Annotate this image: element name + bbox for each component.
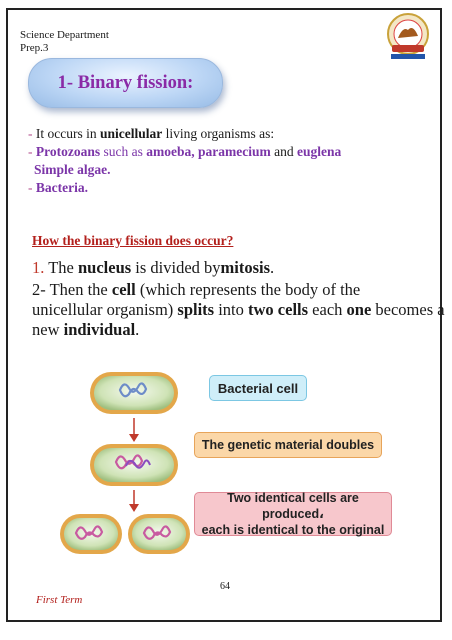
daughter-cell-left bbox=[60, 514, 122, 554]
intro-line-4: - Bacteria. bbox=[28, 180, 88, 195]
page-border bbox=[6, 8, 442, 622]
step-2-line-2: unicellular organism) splits into two ce… bbox=[32, 300, 445, 319]
arrow-2-head bbox=[129, 504, 139, 512]
section-title-pill: 1- Binary fission: bbox=[28, 58, 223, 108]
grade-label: Prep.3 bbox=[20, 42, 49, 54]
binary-fission-diagram bbox=[60, 372, 190, 554]
intro-line-2: - Protozoans such as amoeba, paramecium … bbox=[28, 144, 342, 159]
label-bacterial-cell: Bacterial cell bbox=[209, 375, 307, 401]
label-genetic-material-doubles: The genetic material doubles bbox=[194, 432, 382, 458]
page-number: 64 bbox=[220, 581, 230, 592]
term-label: First Term bbox=[36, 594, 83, 606]
step-2-line-1: 2- Then the cell (which represents the b… bbox=[32, 280, 361, 299]
bacterial-cell-2 bbox=[90, 444, 178, 486]
department-label: Science Department bbox=[20, 29, 109, 41]
step-1: 1. The nucleus is divided bymitosis. bbox=[32, 258, 275, 277]
question-heading: How the binary fission does occur? bbox=[32, 233, 234, 248]
daughter-cell-right bbox=[128, 514, 190, 554]
school-logo-icon bbox=[387, 13, 429, 59]
arrow-1-head bbox=[129, 434, 139, 442]
bacterial-cell-1 bbox=[90, 372, 178, 414]
intro-line-1: - It occurs in unicellular living organi… bbox=[28, 126, 275, 141]
intro-line-3: Simple algae. bbox=[34, 162, 111, 177]
step-2-line-3: new individual. bbox=[32, 320, 140, 339]
label-two-identical-cells: Two identical cells are produced، each i… bbox=[194, 491, 392, 537]
